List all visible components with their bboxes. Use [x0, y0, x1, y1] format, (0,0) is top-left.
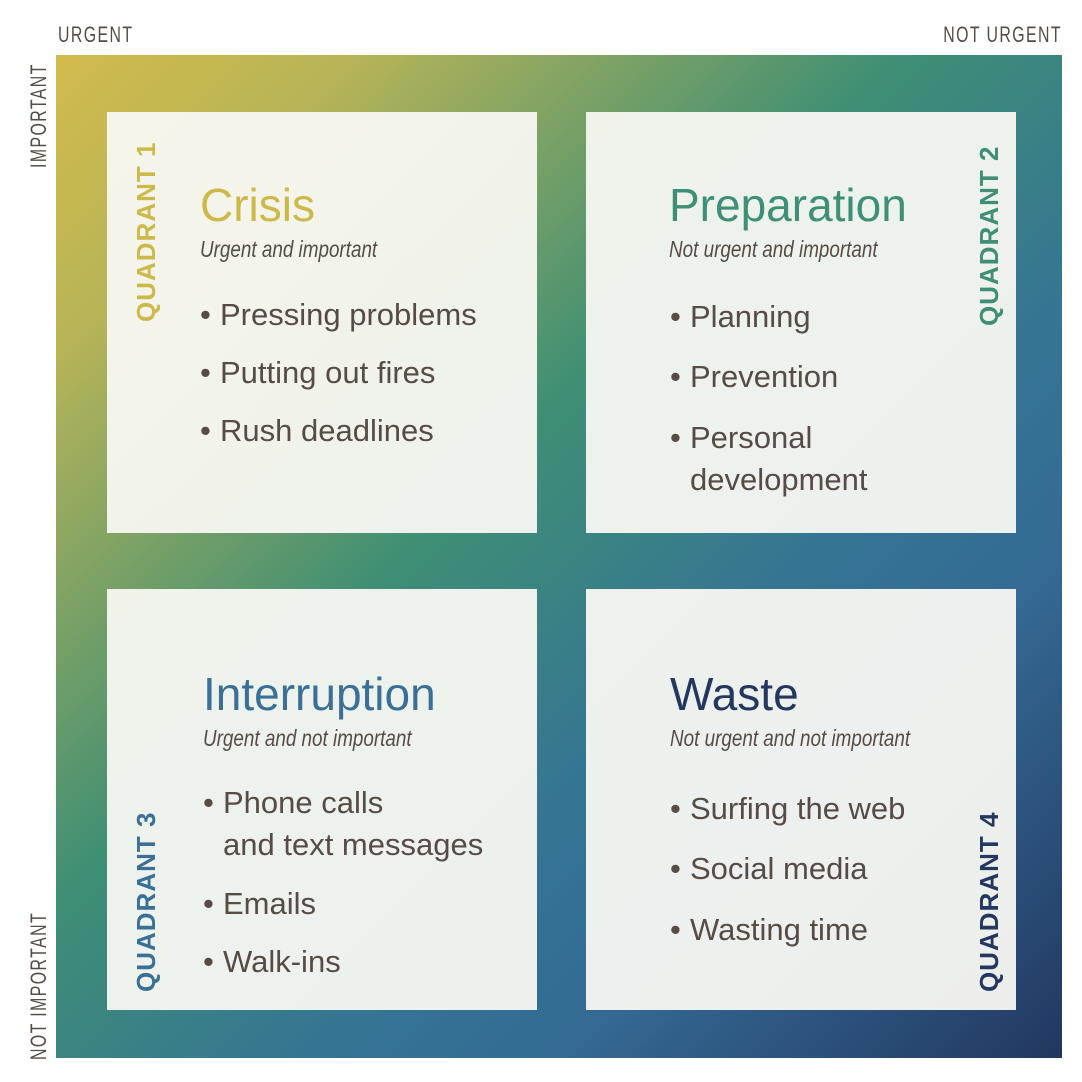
list-item: • Planning — [670, 296, 811, 338]
bullet-icon: • — [670, 299, 681, 334]
axis-important: IMPORTANT — [26, 63, 51, 168]
axis-not-urgent-text: NOT URGENT — [943, 22, 1062, 47]
quadrant-2-title: Preparation — [669, 179, 907, 231]
bullet-icon: • — [670, 851, 681, 886]
item-text: Planning — [690, 299, 811, 334]
quadrant-1-label: QUADRANT 1 — [131, 141, 161, 322]
list-item: • Personal development — [670, 417, 868, 501]
item-text: Personal — [690, 420, 813, 455]
item-text: Walk-ins — [223, 944, 341, 979]
list-item: • Prevention — [670, 356, 838, 398]
quadrant-4-subtitle: Not urgent and not important — [670, 725, 911, 751]
quadrant-4-title: Waste — [670, 668, 799, 720]
item-text: Putting out fires — [220, 355, 436, 390]
list-item: • Social media — [670, 848, 867, 890]
bullet-icon: • — [670, 912, 681, 947]
quadrant-2-box — [586, 112, 1016, 533]
list-item: • Rush deadlines — [200, 410, 434, 452]
item-text: Surfing the web — [690, 791, 906, 826]
axis-not-important: NOT IMPORTANT — [26, 911, 51, 1060]
quadrant-2-label: QUADRANT 2 — [974, 145, 1004, 326]
bullet-icon: • — [203, 944, 214, 979]
bullet-icon: • — [670, 420, 681, 455]
quadrant-3-subtitle: Urgent and not important — [203, 725, 412, 751]
bullet-icon: • — [203, 785, 214, 820]
list-item: • Phone calls and text messages — [203, 782, 483, 866]
list-item: • Putting out fires — [200, 352, 435, 394]
item-text: development — [690, 462, 868, 497]
bullet-icon: • — [200, 297, 211, 332]
axis-urgent-text: URGENT — [58, 22, 134, 47]
axis-urgent: URGENT — [58, 22, 163, 48]
list-item: • Pressing problems — [200, 294, 477, 336]
bullet-icon: • — [670, 791, 681, 826]
item-text: Prevention — [690, 359, 839, 394]
quadrant-1-subtitle: Urgent and important — [200, 236, 378, 262]
item-text: Emails — [223, 886, 317, 921]
quadrant-3-title: Interruption — [203, 668, 436, 720]
quadrant-1-title: Crisis — [200, 179, 315, 231]
quadrant-3-box — [107, 589, 537, 1010]
bullet-icon: • — [200, 355, 211, 390]
list-item: • Walk-ins — [203, 941, 341, 983]
axis-not-urgent: NOT URGENT — [897, 22, 1062, 48]
bullet-icon: • — [200, 413, 211, 448]
item-text: Rush deadlines — [220, 413, 434, 448]
quadrant-2-subtitle: Not urgent and important — [669, 236, 878, 262]
list-item: • Emails — [203, 883, 316, 925]
item-text: Social media — [690, 851, 868, 886]
quadrant-1-box — [107, 112, 537, 533]
item-text: Phone calls — [223, 785, 384, 820]
bullet-icon: • — [203, 886, 214, 921]
quadrant-4-box — [586, 589, 1016, 1010]
list-item: • Wasting time — [670, 909, 868, 951]
item-text: Wasting time — [690, 912, 869, 947]
list-item: • Surfing the web — [670, 788, 905, 830]
item-text: Pressing problems — [220, 297, 477, 332]
item-text: and text messages — [223, 827, 484, 862]
bullet-icon: • — [670, 359, 681, 394]
quadrant-4-label: QUADRANT 4 — [974, 811, 1004, 992]
quadrant-3-label: QUADRANT 3 — [131, 811, 161, 992]
